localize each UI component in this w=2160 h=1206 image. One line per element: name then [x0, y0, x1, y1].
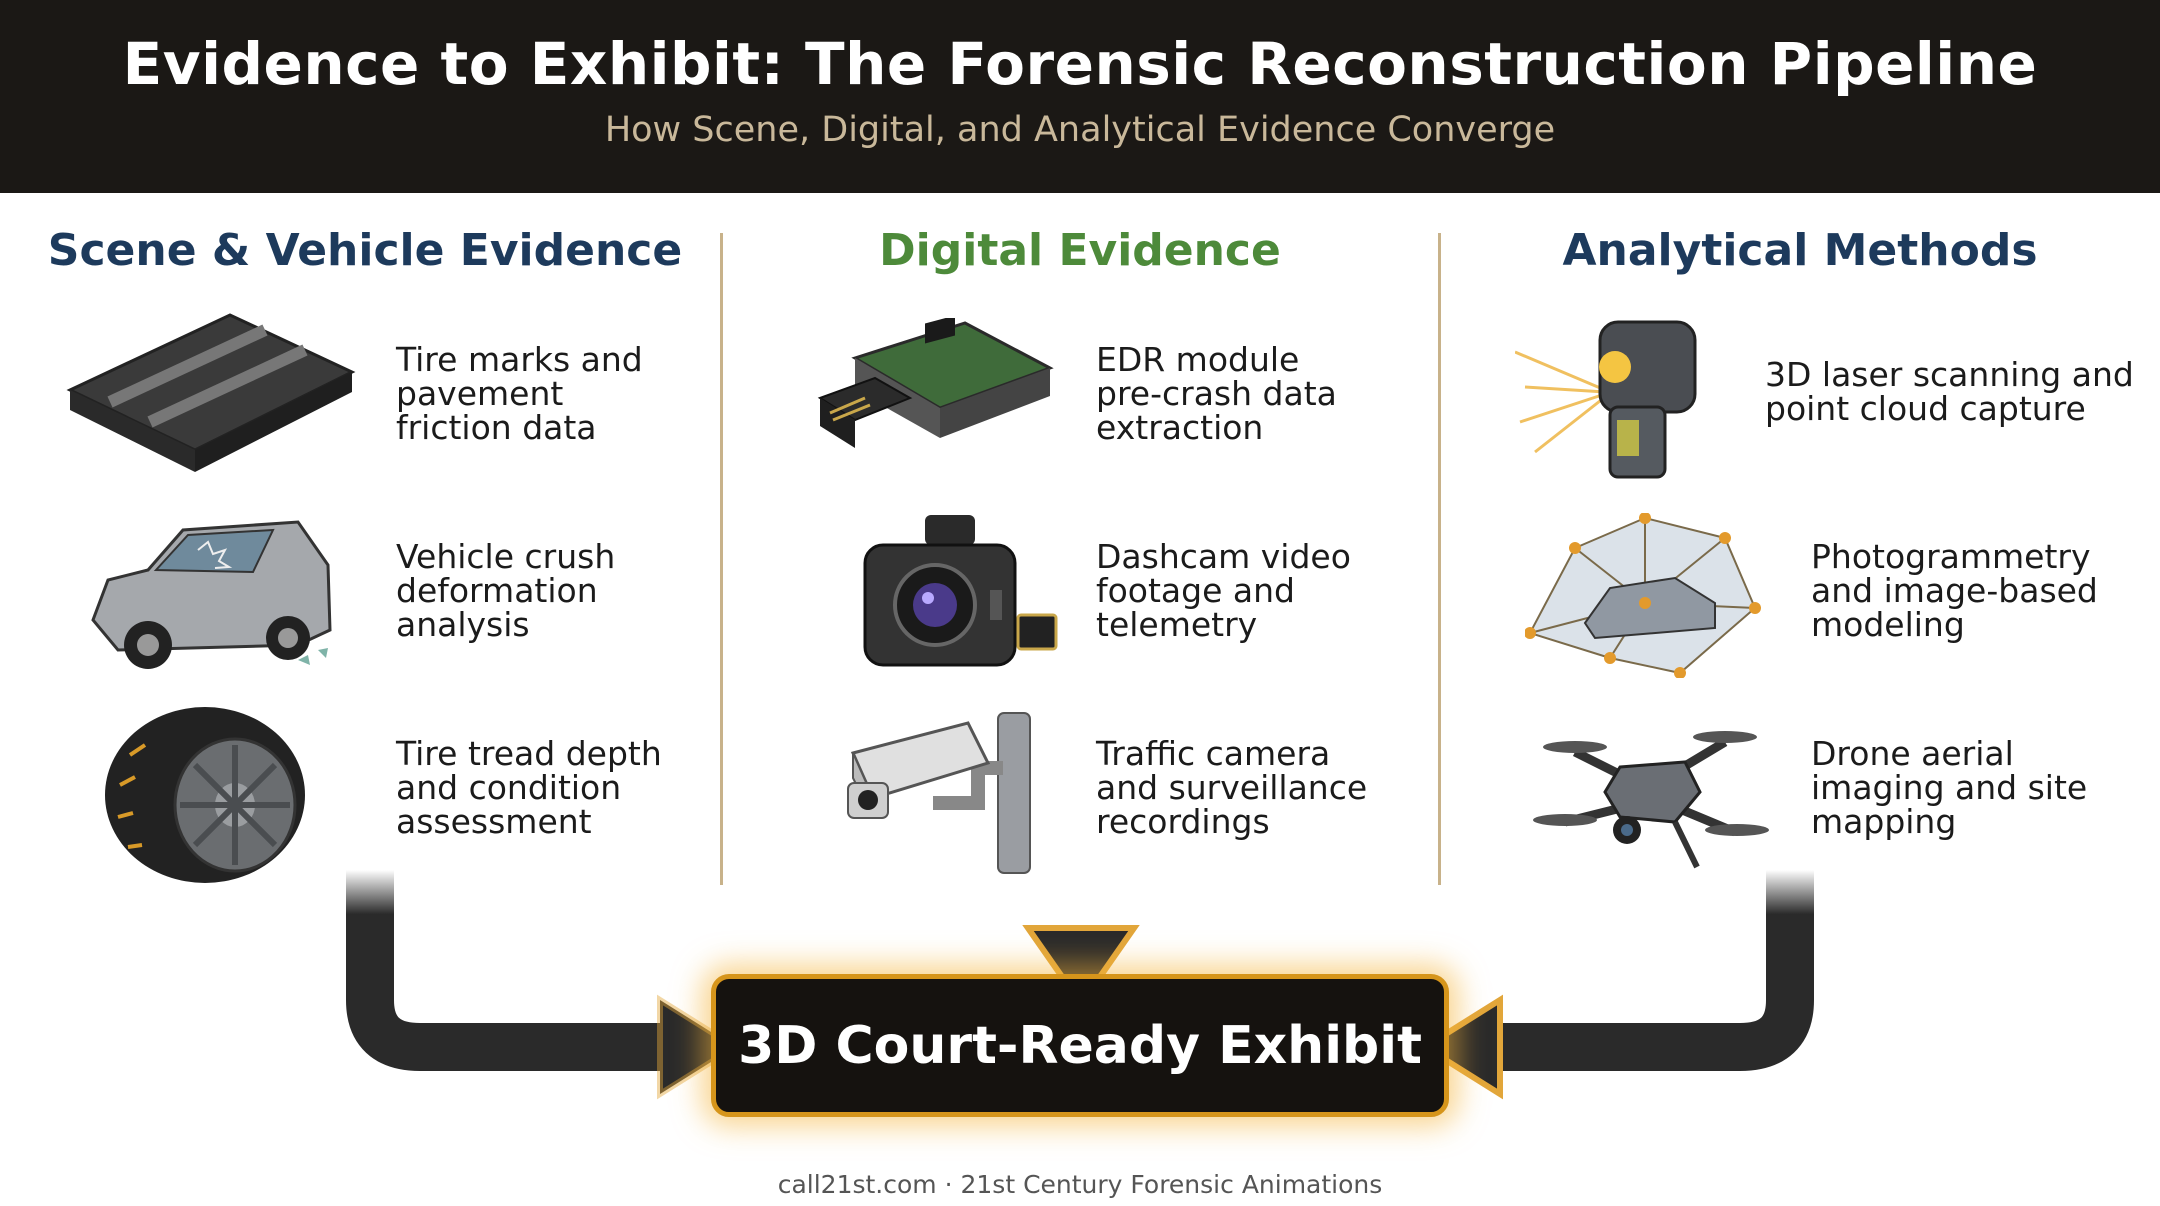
- column-divider-right: [1438, 233, 1441, 885]
- item-text-laser-scanning: 3D laser scanning and point cloud captur…: [1765, 358, 2134, 426]
- left-flow-arrow: [346, 870, 741, 1100]
- item-text-vehicle-crush: Vehicle crush deformation analysis: [396, 540, 615, 642]
- line: mapping: [1811, 802, 1957, 841]
- drone-icon: [1533, 731, 1769, 869]
- item-text-tire-marks: Tire marks and pavement friction data: [396, 343, 643, 445]
- line: Dashcam video: [1096, 537, 1351, 576]
- laser-scanner-icon: [1515, 320, 1697, 479]
- right-flow-arrow: [1419, 870, 1814, 1100]
- photogrammetry-icon: [1525, 513, 1761, 678]
- line: friction data: [396, 408, 597, 447]
- item-text-traffic-camera: Traffic camera and surveillance recordin…: [1096, 737, 1367, 839]
- line: telemetry: [1096, 605, 1258, 644]
- line: imaging and site: [1811, 768, 2088, 807]
- crashed-car-icon: [91, 520, 332, 669]
- line: EDR module: [1096, 340, 1300, 379]
- column-title-digital: Digital Evidence: [879, 225, 1281, 276]
- line: Photogrammetry: [1811, 537, 2091, 576]
- page-subtitle: How Scene, Digital, and Analytical Evide…: [604, 110, 1556, 150]
- line: assessment: [396, 802, 592, 841]
- line: modeling: [1811, 605, 1965, 644]
- column-divider-left: [720, 233, 723, 885]
- line: and surveillance: [1096, 768, 1368, 807]
- dashcam-icon: [863, 515, 1058, 667]
- edr-module-icon: [817, 318, 1054, 448]
- item-text-drone: Drone aerial imaging and site mapping: [1811, 737, 2087, 839]
- page-title: Evidence to Exhibit: The Forensic Recons…: [122, 30, 2038, 98]
- asphalt-skid-marks-icon: [66, 313, 356, 472]
- line: footage and: [1096, 571, 1295, 610]
- line: pre-crash data: [1096, 374, 1337, 413]
- line: Tire tread depth: [396, 734, 662, 773]
- line: point cloud capture: [1765, 389, 2086, 428]
- header-banner: Evidence to Exhibit: The Forensic Recons…: [0, 0, 2160, 193]
- line: analysis: [396, 605, 530, 644]
- surveillance-camera-icon: [847, 712, 1031, 874]
- line: extraction: [1096, 408, 1264, 447]
- exhibit-box: 3D Court-Ready Exhibit: [711, 974, 1449, 1117]
- line: and condition: [396, 768, 622, 807]
- center-flow-arrow: [1022, 860, 1140, 1010]
- item-text-photogrammetry: Photogrammetry and image-based modeling: [1811, 540, 2098, 642]
- item-text-dashcam: Dashcam video footage and telemetry: [1096, 540, 1351, 642]
- line: Traffic camera: [1096, 734, 1331, 773]
- line: 3D laser scanning and: [1765, 355, 2134, 394]
- column-title-analytical: Analytical Methods: [1562, 225, 2038, 276]
- line: Vehicle crush: [396, 537, 616, 576]
- line: pavement: [396, 374, 564, 413]
- footer-credit: call21st.com · 21st Century Forensic Ani…: [777, 1170, 1383, 1199]
- exhibit-label: 3D Court-Ready Exhibit: [738, 1015, 1422, 1076]
- item-text-edr: EDR module pre-crash data extraction: [1096, 343, 1337, 445]
- line: Tire marks and: [396, 340, 643, 379]
- item-text-tire-tread: Tire tread depth and condition assessmen…: [396, 737, 662, 839]
- column-title-scene: Scene & Vehicle Evidence: [47, 225, 683, 276]
- tire-icon: [105, 707, 305, 883]
- line: recordings: [1096, 802, 1270, 841]
- line: Drone aerial: [1811, 734, 2014, 773]
- line: and image-based: [1811, 571, 2098, 610]
- line: deformation: [396, 571, 598, 610]
